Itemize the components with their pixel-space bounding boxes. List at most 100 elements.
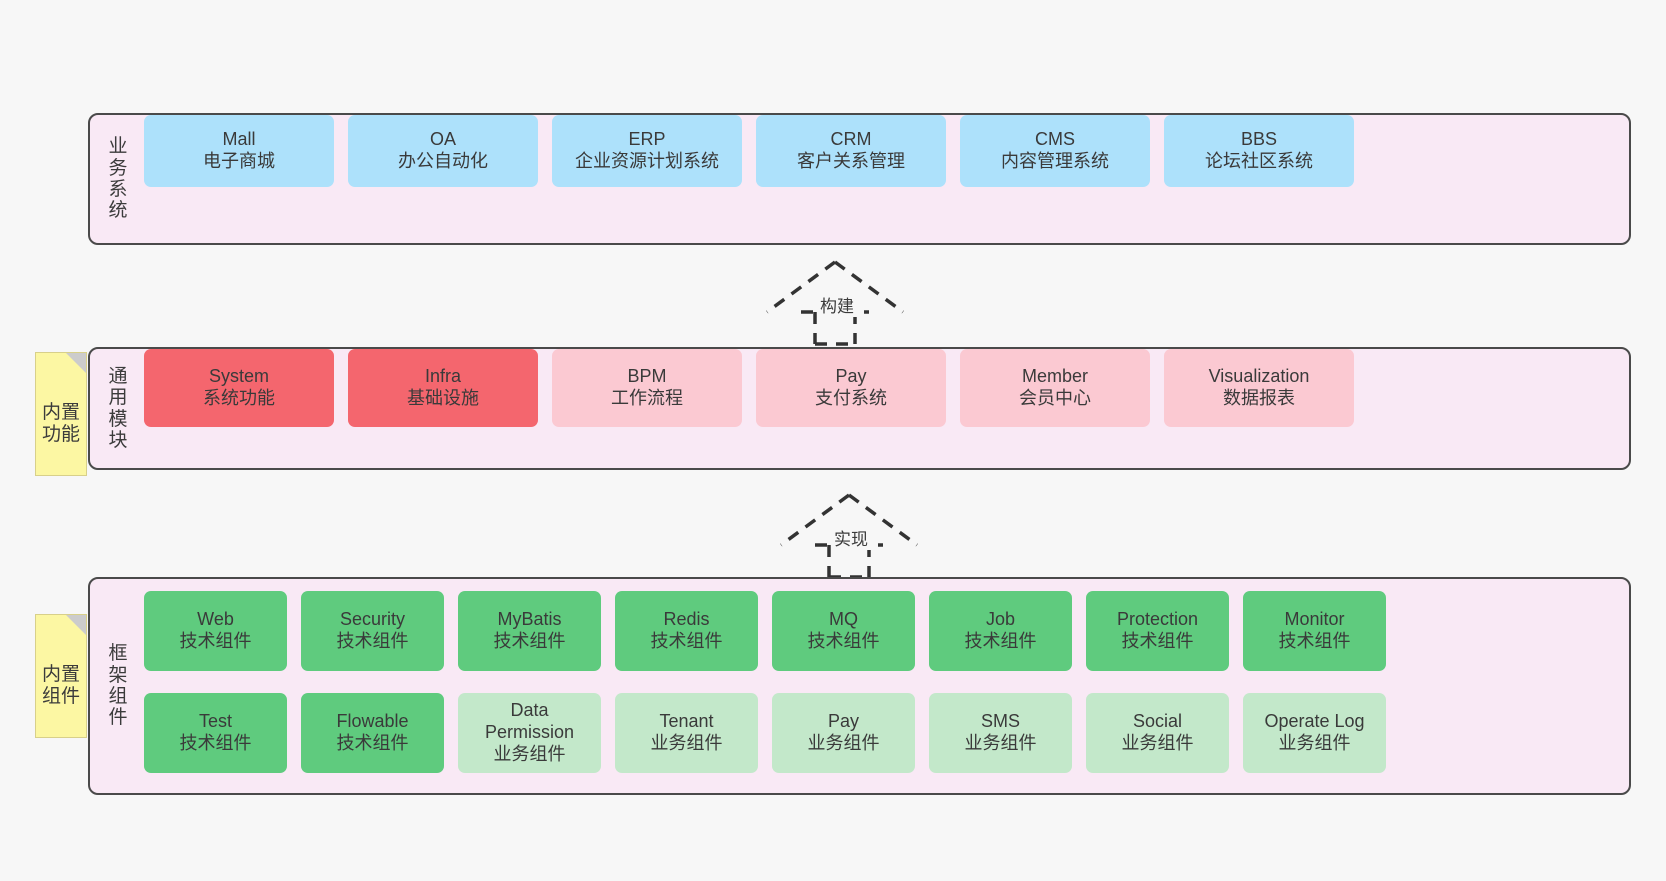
card-crm-en: CRM bbox=[830, 129, 872, 150]
card-flowable[interactable]: Flowable 技术组件 bbox=[301, 693, 444, 773]
card-infra-cn: 基础设施 bbox=[407, 388, 479, 408]
card-cms-en: CMS bbox=[1035, 129, 1075, 150]
card-mq-en: MQ bbox=[829, 609, 858, 630]
card-data-permission-cn: 业务组件 bbox=[493, 743, 566, 764]
card-oa[interactable]: OA 办公自动化 bbox=[348, 115, 538, 187]
layer-title-framework: 框架组件 bbox=[108, 643, 128, 729]
layer-body-framework: Web 技术组件 Security 技术组件 MyBatis 技术组件 Redi… bbox=[136, 579, 1629, 793]
card-operate-log-cn: 业务组件 bbox=[1278, 733, 1351, 753]
card-system-en: System bbox=[208, 366, 269, 387]
card-social-en: Social bbox=[1132, 711, 1183, 732]
layer-framework-component: 框架组件 Web 技术组件 Security 技术组件 MyBatis 技术组件… bbox=[88, 577, 1631, 795]
card-protection-en: Protection bbox=[1116, 609, 1199, 630]
card-bpm[interactable]: BPM 工作流程 bbox=[552, 349, 742, 427]
card-monitor-en: Monitor bbox=[1284, 609, 1345, 630]
connector-build-label: 构建 bbox=[817, 292, 857, 317]
card-web-en: Web bbox=[197, 609, 234, 630]
card-web-cn: 技术组件 bbox=[179, 631, 252, 651]
card-pay-module[interactable]: Pay 支付系统 bbox=[756, 349, 946, 427]
card-operate-log[interactable]: Operate Log 业务组件 bbox=[1243, 693, 1386, 773]
card-security-en: Security bbox=[339, 609, 406, 630]
connector-build-shape bbox=[765, 260, 905, 346]
card-cms-cn: 内容管理系统 bbox=[1001, 151, 1109, 171]
card-system-cn: 系统功能 bbox=[203, 388, 275, 408]
card-bbs-cn: 论坛社区系统 bbox=[1205, 151, 1313, 171]
layer-business-system: 业务系统 Mall 电子商城 OA 办公自动化 ERP 企业资源计划系统 CRM… bbox=[88, 113, 1631, 245]
card-crm-cn: 客户关系管理 bbox=[797, 151, 905, 171]
card-operate-log-en: Operate Log bbox=[1264, 711, 1365, 732]
card-mybatis-en: MyBatis bbox=[497, 609, 562, 630]
card-mq-cn: 技术组件 bbox=[807, 631, 880, 651]
card-crm[interactable]: CRM 客户关系管理 bbox=[756, 115, 946, 187]
card-tenant-cn: 业务组件 bbox=[650, 733, 723, 753]
card-social-cn: 业务组件 bbox=[1121, 733, 1194, 753]
card-monitor[interactable]: Monitor 技术组件 bbox=[1243, 591, 1386, 671]
card-infra[interactable]: Infra 基础设施 bbox=[348, 349, 538, 427]
card-bpm-en: BPM bbox=[627, 366, 667, 387]
card-pay-component-en: Pay bbox=[827, 711, 860, 732]
connector-implement: 实现 bbox=[769, 491, 929, 579]
card-system[interactable]: System 系统功能 bbox=[144, 349, 334, 427]
card-test-en: Test bbox=[198, 711, 232, 732]
card-sms-cn: 业务组件 bbox=[964, 733, 1037, 753]
card-erp[interactable]: ERP 企业资源计划系统 bbox=[552, 115, 742, 187]
card-test[interactable]: Test 技术组件 bbox=[144, 693, 287, 773]
card-mq[interactable]: MQ 技术组件 bbox=[772, 591, 915, 671]
card-bbs-en: BBS bbox=[1240, 129, 1278, 150]
card-monitor-cn: 技术组件 bbox=[1278, 631, 1351, 651]
layer-body-business: Mall 电子商城 OA 办公自动化 ERP 企业资源计划系统 CRM 客户关系… bbox=[136, 115, 1629, 243]
card-mall-en: Mall bbox=[222, 129, 256, 150]
note-builtin-function: 内置功能 bbox=[35, 352, 87, 476]
card-mall[interactable]: Mall 电子商城 bbox=[144, 115, 334, 187]
framework-row-tech: Web 技术组件 Security 技术组件 MyBatis 技术组件 Redi… bbox=[144, 591, 1615, 679]
card-visualization-en: Visualization bbox=[1208, 366, 1310, 387]
card-pay-component[interactable]: Pay 业务组件 bbox=[772, 693, 915, 773]
layer-title-business: 业务系统 bbox=[108, 136, 128, 222]
connector-implement-label: 实现 bbox=[831, 525, 871, 550]
card-mall-cn: 电子商城 bbox=[203, 151, 275, 171]
layer-common-module: 通用模块 System 系统功能 Infra 基础设施 BPM 工作流程 Pay… bbox=[88, 347, 1631, 470]
card-member-en: Member bbox=[1021, 366, 1088, 387]
card-erp-cn: 企业资源计划系统 bbox=[575, 151, 719, 171]
card-data-permission[interactable]: Data Permission 业务组件 bbox=[458, 693, 601, 773]
card-mybatis-cn: 技术组件 bbox=[493, 631, 566, 651]
card-erp-en: ERP bbox=[628, 129, 666, 150]
card-job-en: Job bbox=[985, 609, 1016, 630]
note-builtin-function-label: 内置功能 bbox=[41, 402, 80, 445]
note-fold-icon bbox=[66, 615, 86, 635]
card-redis[interactable]: Redis 技术组件 bbox=[615, 591, 758, 671]
card-social[interactable]: Social 业务组件 bbox=[1086, 693, 1229, 773]
note-builtin-component: 内置组件 bbox=[35, 614, 87, 738]
card-oa-en: OA bbox=[429, 129, 456, 150]
card-redis-en: Redis bbox=[663, 609, 710, 630]
card-tenant[interactable]: Tenant 业务组件 bbox=[615, 693, 758, 773]
connector-build: 构建 bbox=[755, 258, 915, 346]
layer-title-common: 通用模块 bbox=[108, 365, 128, 451]
card-infra-en: Infra bbox=[424, 366, 462, 387]
card-visualization-cn: 数据报表 bbox=[1223, 388, 1295, 408]
layer-body-common: System 系统功能 Infra 基础设施 BPM 工作流程 Pay 支付系统… bbox=[136, 349, 1629, 468]
card-cms[interactable]: CMS 内容管理系统 bbox=[960, 115, 1150, 187]
card-job-cn: 技术组件 bbox=[964, 631, 1037, 651]
card-protection[interactable]: Protection 技术组件 bbox=[1086, 591, 1229, 671]
card-flowable-en: Flowable bbox=[336, 711, 409, 732]
card-test-cn: 技术组件 bbox=[179, 733, 252, 753]
card-visualization[interactable]: Visualization 数据报表 bbox=[1164, 349, 1354, 427]
card-flowable-cn: 技术组件 bbox=[336, 733, 409, 753]
card-bpm-cn: 工作流程 bbox=[611, 388, 683, 408]
card-member[interactable]: Member 会员中心 bbox=[960, 349, 1150, 427]
card-pay-module-cn: 支付系统 bbox=[815, 388, 887, 408]
card-web[interactable]: Web 技术组件 bbox=[144, 591, 287, 671]
framework-row-business: Test 技术组件 Flowable 技术组件 Data Permission … bbox=[144, 693, 1615, 781]
card-security[interactable]: Security 技术组件 bbox=[301, 591, 444, 671]
card-tenant-en: Tenant bbox=[659, 711, 714, 732]
connector-implement-shape bbox=[779, 493, 919, 579]
note-builtin-component-label: 内置组件 bbox=[41, 664, 80, 707]
card-oa-cn: 办公自动化 bbox=[398, 151, 488, 171]
card-mybatis[interactable]: MyBatis 技术组件 bbox=[458, 591, 601, 671]
card-bbs[interactable]: BBS 论坛社区系统 bbox=[1164, 115, 1354, 187]
card-protection-cn: 技术组件 bbox=[1121, 631, 1194, 651]
card-sms[interactable]: SMS 业务组件 bbox=[929, 693, 1072, 773]
card-job[interactable]: Job 技术组件 bbox=[929, 591, 1072, 671]
